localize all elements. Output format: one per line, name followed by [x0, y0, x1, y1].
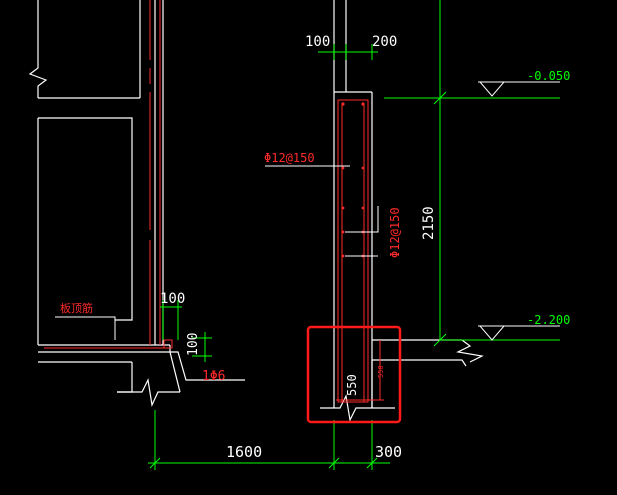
bottom-dim-left: 1600: [226, 443, 262, 461]
top-dimensions: [318, 44, 378, 60]
wall-rebar: [336, 99, 384, 403]
elevation-triangle-icon: [478, 325, 506, 341]
slab-note-leader: [55, 316, 116, 340]
height-dimension: [433, 0, 447, 347]
slab-dim-top: 100: [160, 291, 185, 307]
elevation-bottom-label: -2.200: [527, 313, 570, 327]
rebar-horizontal-label: Φ12@150: [264, 151, 315, 165]
elevation-triangle-icon: [478, 81, 506, 97]
top-dim-right: 200: [372, 34, 397, 50]
slab-note-label: 板顶筋: [60, 301, 93, 315]
left-column-rebar: [44, 0, 173, 349]
footing-dim-small-label: 550: [377, 365, 385, 378]
slab-dim-side: 100: [186, 333, 201, 356]
elevation-marker-top: -0.050: [384, 69, 570, 99]
rebar-vertical-label: Φ12@150: [388, 207, 402, 258]
highlight-box: [306, 325, 402, 424]
bottom-dimensions: [148, 410, 390, 470]
slab-dimensions: [160, 300, 212, 362]
height-dim-label: 2150: [421, 206, 437, 240]
slab-rebar-label: 1Φ6: [202, 369, 225, 384]
footing-dim-label: 550: [345, 374, 359, 396]
elevation-marker-bottom: -2.200: [440, 313, 570, 341]
wall-rebar-dots: [341, 102, 365, 258]
left-structure: [28, 0, 245, 408]
rebar-leaders: [265, 165, 379, 257]
top-dim-left: 100: [305, 34, 330, 50]
elevation-top-label: -0.050: [527, 69, 570, 83]
bottom-dim-right: 300: [375, 443, 402, 461]
